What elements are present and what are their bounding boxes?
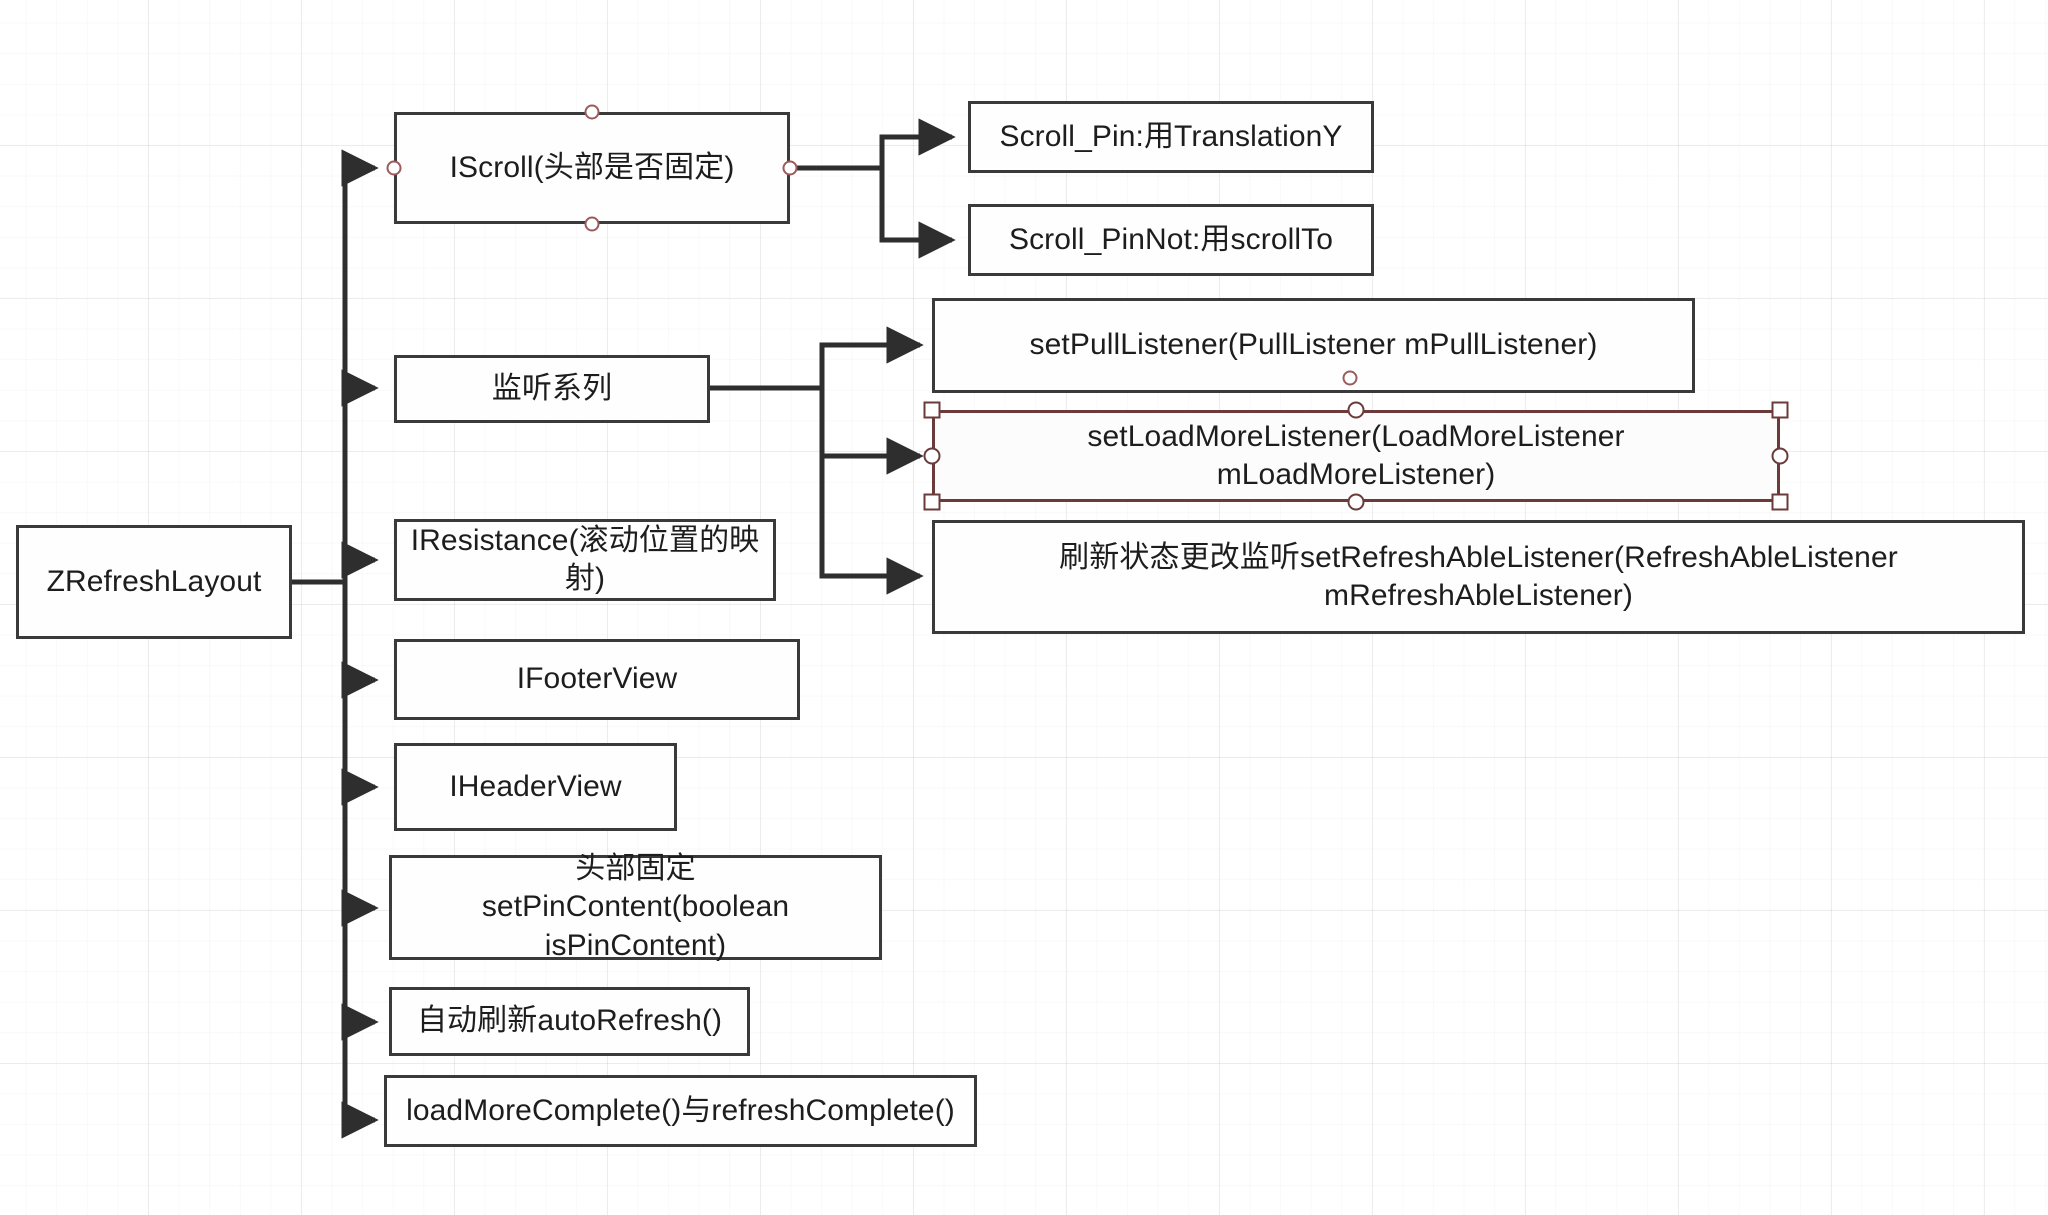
node-label: setLoadMoreListener(LoadMoreListener mLo… <box>1087 419 1625 491</box>
node-autorefresh[interactable]: 自动刷新autoRefresh() <box>389 987 750 1056</box>
node-label: Scroll_PinNot:用scrollTo <box>1008 222 1334 256</box>
selection-handle-top-right[interactable] <box>1771 401 1789 419</box>
selection-handle-bottom-center[interactable] <box>1347 493 1365 511</box>
node-scroll-pin[interactable]: Scroll_Pin:用TranslationY <box>968 101 1374 173</box>
wire-to-setloadmorelistener <box>819 388 924 475</box>
connection-point-iscroll-bottom[interactable] <box>584 216 600 232</box>
node-label: IResistance(滚动位置的映射) <box>410 523 760 595</box>
connection-point-iscroll-left[interactable] <box>386 160 402 176</box>
connection-point-setpulllistener-bottom[interactable] <box>1342 370 1358 386</box>
node-setpulllistener[interactable]: setPullListener(PullListener mPullListen… <box>932 298 1695 393</box>
node-label: 头部固定 setPinContent(boolean isPinContent) <box>481 851 790 962</box>
node-zrefreshlayout[interactable]: ZRefreshLayout <box>16 525 292 639</box>
node-iresistance[interactable]: IResistance(滚动位置的映射) <box>394 519 776 601</box>
wire-to-scroll-pinnot <box>879 168 956 259</box>
selection-handle-top-left[interactable] <box>923 401 941 419</box>
node-label: IFooterView <box>516 662 678 696</box>
node-label: loadMoreComplete()与refreshComplete() <box>406 1093 955 1127</box>
selection-handle-middle-right[interactable] <box>1771 447 1789 465</box>
node-setrefreshablelistener[interactable]: 刷新状态更改监听setRefreshAbleListener(RefreshAb… <box>932 520 2025 634</box>
wire-to-setrefreshablelistener <box>819 388 924 595</box>
node-label: Scroll_Pin:用TranslationY <box>999 119 1343 153</box>
node-ifooterview[interactable]: IFooterView <box>394 639 800 720</box>
wire-to-setpulllistener <box>819 326 924 388</box>
node-iheaderview[interactable]: IHeaderView <box>394 743 677 831</box>
selection-handle-top-center[interactable] <box>1347 401 1365 419</box>
node-label: 监听系列 <box>491 371 613 405</box>
node-scroll-pinnot[interactable]: Scroll_PinNot:用scrollTo <box>968 204 1374 276</box>
connection-point-iscroll-top[interactable] <box>584 104 600 120</box>
node-iscroll[interactable]: IScroll(头部是否固定) <box>394 112 790 224</box>
node-label: ZRefreshLayout <box>46 564 262 598</box>
node-complete[interactable]: loadMoreComplete()与refreshComplete() <box>384 1075 977 1147</box>
node-label: setPullListener(PullListener mPullListen… <box>1029 328 1598 362</box>
node-listeners[interactable]: 监听系列 <box>394 355 710 423</box>
selection-handle-bottom-left[interactable] <box>923 493 941 511</box>
node-label: 刷新状态更改监听setRefreshAbleListener(RefreshAb… <box>1059 540 1898 612</box>
selection-handle-middle-left[interactable] <box>923 447 941 465</box>
connection-point-iscroll-right[interactable] <box>782 160 798 176</box>
selection-handle-bottom-right[interactable] <box>1771 493 1789 511</box>
node-pincontent[interactable]: 头部固定 setPinContent(boolean isPinContent) <box>389 852 882 962</box>
wire-to-scroll-pin <box>879 118 956 168</box>
node-label: 自动刷新autoRefresh() <box>416 1004 723 1038</box>
node-setloadmorelistener[interactable]: setLoadMoreListener(LoadMoreListener mLo… <box>932 410 1780 502</box>
node-label: IScroll(头部是否固定) <box>449 150 735 184</box>
node-label: IHeaderView <box>449 769 622 803</box>
